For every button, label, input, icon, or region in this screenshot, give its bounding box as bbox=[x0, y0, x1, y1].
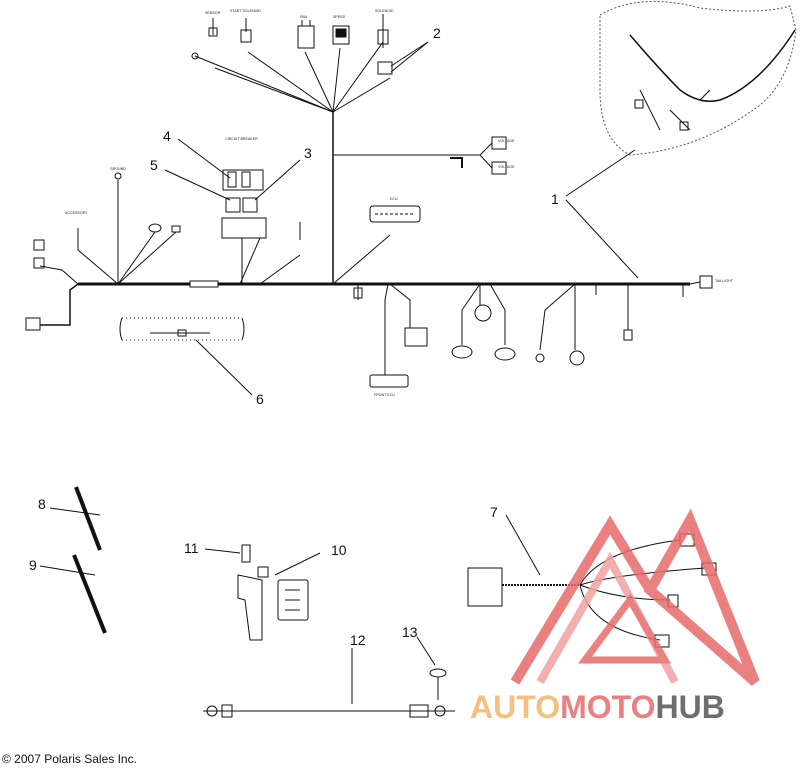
watermark-text-moto: MOTO bbox=[560, 689, 655, 725]
ecu-connector bbox=[369, 205, 421, 223]
label-start-solenoid: START SOLENOID bbox=[230, 9, 261, 13]
callout-13: 13 bbox=[402, 624, 418, 640]
watermark-logo: AUTOMOTOHUB bbox=[470, 508, 760, 725]
inset-overview bbox=[599, 1, 797, 156]
svg-text:VOLTAGE: VOLTAGE bbox=[498, 165, 515, 169]
callout-12: 12 bbox=[350, 632, 366, 648]
callout-10: 10 bbox=[331, 542, 347, 558]
callout-4: 4 bbox=[163, 128, 171, 144]
label-front-ecu: FRONT ECU bbox=[374, 393, 395, 397]
main-harness-trunk bbox=[39, 265, 690, 326]
watermark-text-hub: HUB bbox=[655, 689, 724, 725]
callout-1: 1 bbox=[551, 191, 559, 207]
callout-11: 11 bbox=[184, 540, 199, 556]
svg-text:AUTOMOTOHUB: AUTOMOTOHUB bbox=[470, 689, 725, 725]
callout-5: 5 bbox=[150, 157, 158, 173]
circuit-breaker-block bbox=[221, 169, 267, 285]
callout-8: 8 bbox=[38, 496, 46, 512]
connector-labels: SENSOR START SOLENOID FAN SPEED SOLENOID… bbox=[65, 9, 734, 397]
label-taillight: TAILLIGHT bbox=[715, 279, 734, 283]
upper-branch bbox=[194, 41, 480, 285]
top-connectors bbox=[191, 14, 393, 75]
front-harness-subassembly bbox=[119, 317, 245, 341]
svg-text:VOLTAGE: VOLTAGE bbox=[498, 139, 515, 143]
svg-text:ACCESSORY: ACCESSORY bbox=[65, 211, 88, 215]
svg-text:SOLENOID: SOLENOID bbox=[375, 9, 394, 13]
loose-parts bbox=[72, 486, 717, 718]
watermark-text-auto: AUTO bbox=[470, 689, 560, 725]
leader-lines bbox=[39, 41, 639, 704]
callout-numbers: 1 2 3 4 5 6 7 8 9 10 11 12 13 bbox=[29, 25, 559, 648]
callout-3: 3 bbox=[304, 145, 312, 161]
callout-2: 2 bbox=[433, 25, 441, 41]
callout-7: 7 bbox=[490, 504, 498, 520]
callout-9: 9 bbox=[29, 557, 37, 573]
svg-text:SPEED: SPEED bbox=[333, 15, 346, 19]
label-circuit-breaker: CIRCUIT BREAKER bbox=[225, 137, 258, 141]
lower-branches bbox=[353, 275, 713, 388]
svg-text:FAN: FAN bbox=[300, 15, 307, 19]
callout-6: 6 bbox=[256, 391, 264, 407]
mid-right-connectors bbox=[450, 136, 507, 175]
svg-text:ECU: ECU bbox=[390, 197, 398, 201]
copyright-text: © 2007 Polaris Sales Inc. bbox=[2, 752, 137, 766]
label-sensor: SENSOR bbox=[205, 11, 221, 15]
svg-text:GROUND: GROUND bbox=[110, 167, 126, 171]
left-branches bbox=[25, 172, 301, 331]
